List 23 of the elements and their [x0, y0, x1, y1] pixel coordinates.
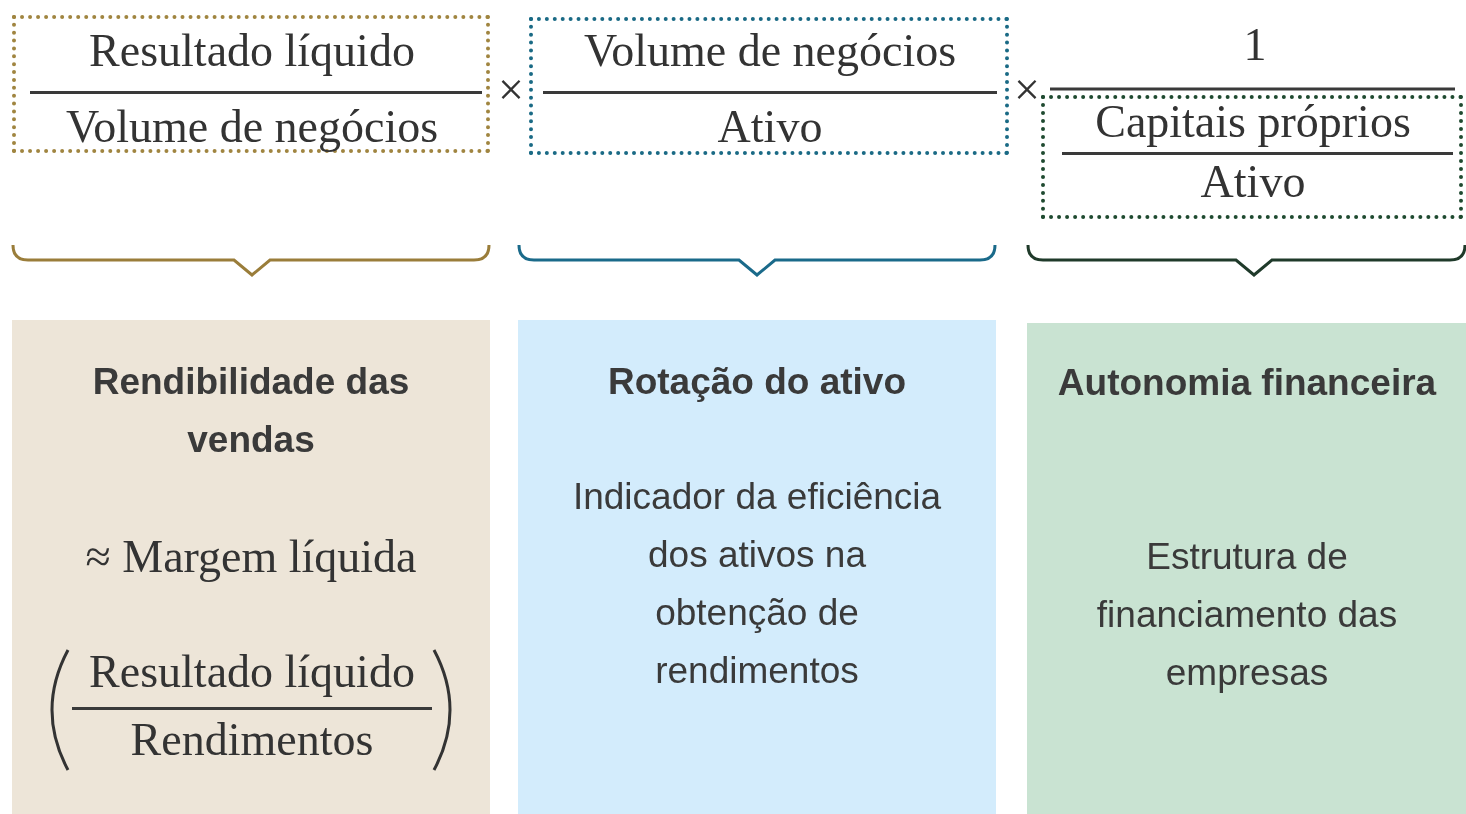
numerator: Resultado líquido — [88, 645, 416, 699]
numerator: Capitais próprios — [1094, 95, 1412, 149]
dotted-formula-box — [529, 17, 1009, 155]
dotted-formula-box — [1041, 95, 1463, 219]
numerator: 1 — [1242, 18, 1268, 72]
indicator-panel — [518, 320, 996, 814]
panel-heading: Autonomia financeira — [1057, 361, 1437, 405]
panel-heading: Rendibilidade das vendas — [91, 360, 411, 462]
multiplication-sign: × — [497, 63, 525, 117]
numerator: Resultado líquido — [88, 24, 416, 78]
panel-description: Indicador da eficiência dos ativos na obtenção de rendimentos — [571, 475, 943, 693]
approximation-text: ≈ Margem líquida — [84, 530, 418, 584]
denominator: Ativo — [716, 100, 824, 154]
indicator-panel — [1027, 323, 1466, 814]
denominator: Volume de negócios — [64, 100, 440, 154]
dotted-formula-box — [12, 15, 490, 153]
denominator: Rendimentos — [129, 713, 375, 767]
multiplication-sign: × — [1013, 63, 1041, 117]
numerator: Volume de negócios — [582, 24, 958, 78]
indicator-panel — [12, 320, 490, 814]
panel-description: Estrutura de financiamento das empresas — [1095, 535, 1399, 695]
denominator: Ativo — [1199, 155, 1307, 209]
panel-heading: Rotação do ativo — [606, 360, 908, 404]
